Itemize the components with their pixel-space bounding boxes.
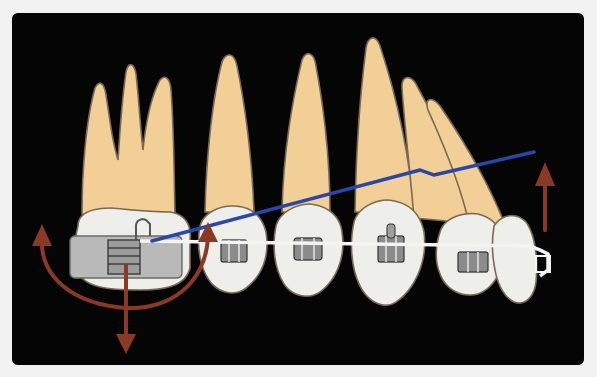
bracket-lateral-incisor — [458, 252, 488, 272]
molar-roots — [82, 65, 175, 214]
bracket-canine — [378, 236, 404, 262]
canine-slot — [387, 224, 395, 238]
